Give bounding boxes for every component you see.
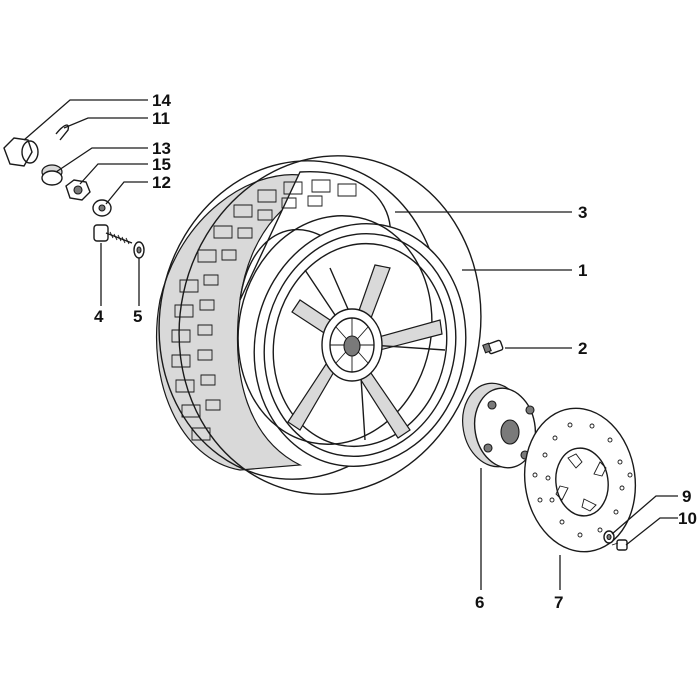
callout-5: 5: [133, 307, 142, 326]
washer-9: [603, 530, 615, 544]
callout-15: 15: [152, 155, 171, 174]
screw-10: [611, 539, 628, 551]
spacer-13: [41, 164, 63, 186]
valve: [482, 339, 504, 355]
brake-hub-flange: [462, 382, 537, 469]
callout-6: 6: [475, 593, 484, 612]
washer-12: [92, 199, 112, 217]
cotter-pin-11: [55, 124, 70, 141]
callout-12: 12: [152, 173, 171, 192]
callout-7: 7: [554, 593, 563, 612]
callout-1: 1: [578, 261, 587, 280]
callout-2: 2: [578, 339, 587, 358]
washer-5: [133, 241, 145, 259]
brake-disc: [523, 407, 637, 553]
axle-nut-14: [3, 137, 39, 167]
callout-9: 9: [682, 487, 691, 506]
callout-10: 10: [678, 509, 697, 528]
callout-labels: 14 11 13 15 12 3 1 2 4 5 6 7 9 10: [94, 91, 697, 612]
callout-14: 14: [152, 91, 171, 110]
callout-3: 3: [578, 203, 587, 222]
callout-4: 4: [94, 307, 104, 326]
tire-tread: [171, 179, 357, 441]
callout-11: 11: [152, 109, 170, 128]
brake-disc-holes: [532, 422, 633, 538]
axle-bolt-4: [93, 224, 133, 245]
nut-15: [65, 179, 91, 201]
wheel-hub: [321, 308, 383, 382]
callout-13: 13: [152, 139, 171, 158]
tire: [156, 155, 482, 495]
leader-lines: [23, 99, 678, 590]
